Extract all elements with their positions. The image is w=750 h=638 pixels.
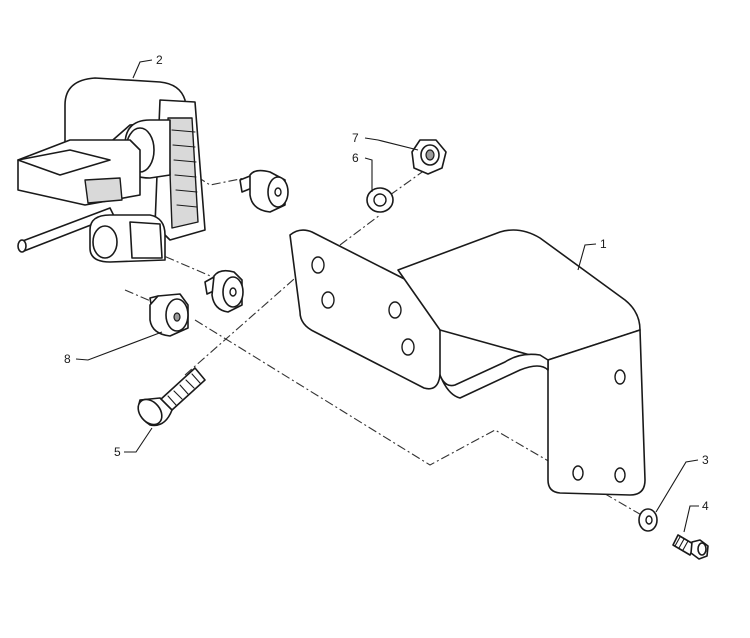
- washer-part-6: [366, 187, 394, 213]
- callout-5: 5: [114, 445, 121, 459]
- callout-8: 8: [64, 352, 71, 366]
- callout-4: 4: [702, 499, 709, 513]
- callout-labels: 2 7 6 1 3 4 8 5: [64, 53, 709, 513]
- housing-part-2: [17, 77, 206, 263]
- nut-part-7: [411, 139, 447, 175]
- callout-3: 3: [702, 453, 709, 467]
- bracket-part-1: [289, 229, 646, 496]
- leader-lines: [75, 59, 699, 533]
- bumper-part-8: [149, 293, 189, 337]
- bolt-part-4: [672, 534, 709, 560]
- assembly-lines: [124, 139, 651, 521]
- bumper-middle: [204, 269, 244, 313]
- callout-1: 1: [600, 237, 607, 251]
- callout-2: 2: [156, 53, 163, 67]
- callout-6: 6: [352, 151, 359, 165]
- washer-part-3: [638, 508, 658, 532]
- screw-part-5: [137, 367, 206, 427]
- callout-7: 7: [352, 131, 359, 145]
- bumper-upper: [239, 169, 289, 213]
